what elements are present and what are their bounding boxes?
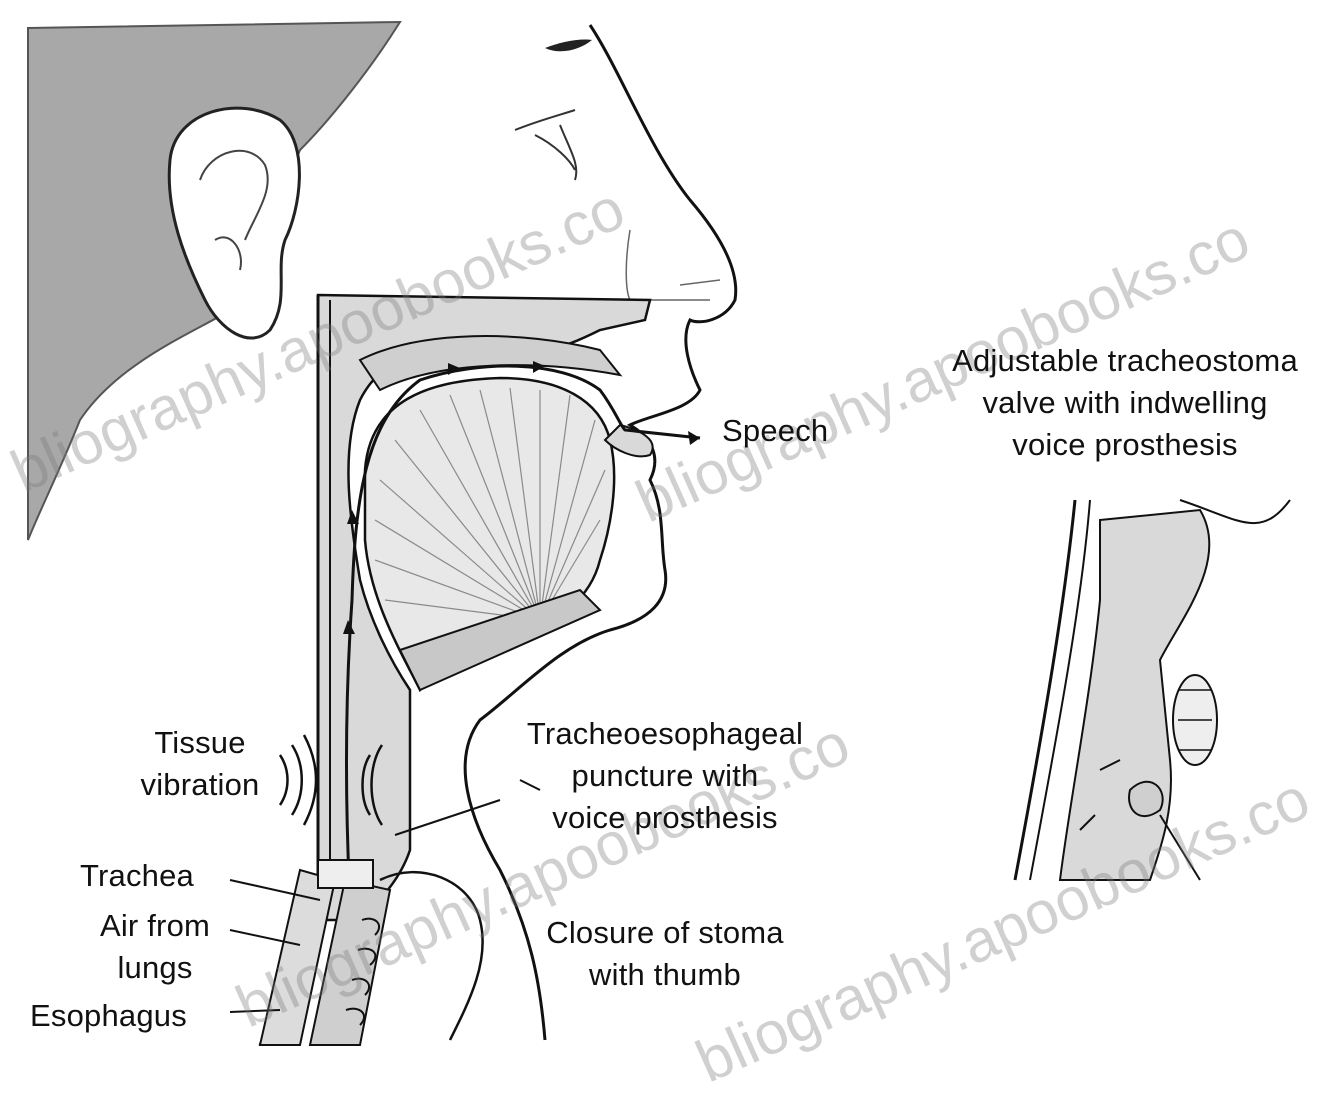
label-tissue-line-1: Tissue xyxy=(120,722,280,764)
anatomy-illustration xyxy=(0,0,1342,1053)
label-closure: Closure of stoma with thumb xyxy=(500,912,830,996)
label-air-line-1: Air from xyxy=(70,905,240,947)
thumb xyxy=(380,872,483,1040)
eye xyxy=(545,39,592,51)
label-valve-line-3: voice prosthesis xyxy=(920,424,1330,466)
label-puncture-line-1: Tracheoesophageal xyxy=(490,713,840,755)
label-air-line-2: lungs xyxy=(70,947,240,989)
label-closure-line-1: Closure of stoma xyxy=(500,912,830,954)
inset-illustration xyxy=(1015,500,1290,880)
label-puncture-line-2: puncture with xyxy=(490,755,840,797)
label-puncture: Tracheoesophageal puncture with voice pr… xyxy=(490,713,840,839)
voice-prosthesis xyxy=(318,860,373,888)
diagram: bliography.apoobooks.co bliography.apoob… xyxy=(0,0,1342,1053)
label-esophagus: Esophagus xyxy=(30,995,187,1037)
label-speech: Speech xyxy=(722,410,828,452)
label-valve-line-2: valve with indwelling xyxy=(920,382,1330,424)
label-valve: Adjustable tracheostoma valve with indwe… xyxy=(920,340,1330,466)
label-tissue-vibration: Tissue vibration xyxy=(120,722,280,806)
label-air-from-lungs: Air from lungs xyxy=(70,905,240,989)
label-closure-line-2: with thumb xyxy=(500,954,830,996)
label-puncture-line-3: voice prosthesis xyxy=(490,797,840,839)
label-valve-line-1: Adjustable tracheostoma xyxy=(920,340,1330,382)
label-trachea: Trachea xyxy=(80,855,194,897)
label-tissue-line-2: vibration xyxy=(120,764,280,806)
